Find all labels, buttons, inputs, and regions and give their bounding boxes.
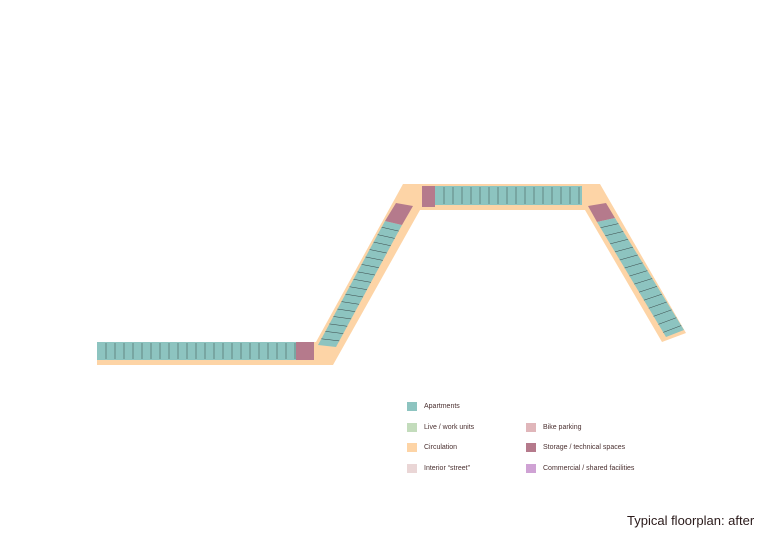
partition-line xyxy=(321,338,340,342)
partition-line xyxy=(377,234,395,239)
partition-line xyxy=(643,293,662,301)
apartments-east-wing xyxy=(597,218,684,337)
partition-line xyxy=(624,262,643,269)
legend-label: Commercial / shared facilities xyxy=(543,465,635,472)
partition-line xyxy=(357,271,375,276)
apartments-west-wing xyxy=(97,342,296,360)
legend-label: Live / work units xyxy=(424,424,475,431)
legend-swatch xyxy=(407,423,417,432)
partition-line xyxy=(349,286,368,290)
apartments-north-wing xyxy=(435,186,582,205)
legend-label: Interior “street” xyxy=(424,465,470,472)
partition-line xyxy=(353,279,372,283)
storage-west xyxy=(296,342,314,360)
unit-partitions xyxy=(105,187,682,359)
partition-line xyxy=(639,286,658,293)
legend-item: Apartments xyxy=(407,402,460,411)
partition-line xyxy=(619,254,638,261)
legend-item: Storage / technical spaces xyxy=(526,443,625,452)
legend-item: Commercial / shared facilities xyxy=(526,464,634,473)
legend-item: Circulation xyxy=(407,443,457,452)
legend-swatch xyxy=(407,443,417,452)
legend-label: Storage / technical spaces xyxy=(543,444,626,451)
partition-line xyxy=(629,270,648,277)
partition-line xyxy=(658,317,677,325)
legend-label: Bike parking xyxy=(543,424,582,431)
drawing-title: Typical floorplan: after xyxy=(627,513,755,528)
partition-line xyxy=(365,256,383,261)
partition-line xyxy=(381,226,399,232)
partition-line xyxy=(345,293,364,298)
partition-line xyxy=(329,323,348,327)
legend-item: Live / work units xyxy=(407,423,474,432)
legend-swatch xyxy=(526,423,536,432)
partition-line xyxy=(337,308,356,312)
legend-item: Bike parking xyxy=(526,423,582,432)
legend-label: Circulation xyxy=(424,444,458,451)
partition-line xyxy=(648,301,667,309)
partition-line xyxy=(610,239,629,245)
partition-line xyxy=(663,325,682,333)
storage-diagonal xyxy=(385,203,413,225)
legend-item: Interior “street” xyxy=(407,464,470,473)
partition-line xyxy=(369,249,387,254)
legend-swatch xyxy=(526,464,536,473)
partition-line xyxy=(653,309,672,317)
legend-swatch xyxy=(407,464,417,473)
partition-line xyxy=(325,331,344,334)
storage-east xyxy=(588,203,615,222)
partition-line xyxy=(361,264,379,268)
partition-line xyxy=(373,241,391,246)
legend-swatch xyxy=(526,443,536,452)
partition-line xyxy=(634,278,653,285)
legend-label: Apartments xyxy=(424,403,460,410)
partition-line xyxy=(341,301,360,305)
apartments-diagonal-wing xyxy=(318,221,402,347)
legend-swatch xyxy=(407,402,417,411)
storage-north xyxy=(422,186,435,207)
partition-line xyxy=(600,223,619,228)
partition-line xyxy=(333,316,352,320)
partition-line xyxy=(605,231,624,237)
partition-line xyxy=(614,246,634,253)
